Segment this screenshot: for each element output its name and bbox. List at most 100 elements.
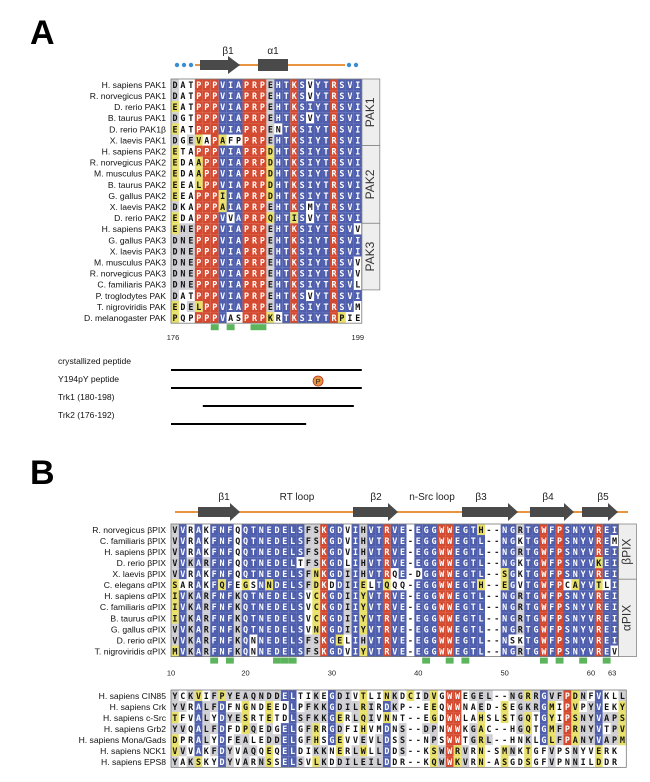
residue-letter: N (573, 635, 578, 645)
residue-cell (266, 112, 275, 124)
residue-letter: T (526, 624, 531, 634)
residue-letter: T (251, 547, 256, 557)
residue-cell (445, 524, 454, 536)
residue-letter: W (447, 580, 453, 590)
residue-cell (516, 557, 525, 569)
residue-cell (241, 623, 250, 635)
residue-letter: K (292, 191, 298, 201)
residue-letter: K (322, 646, 328, 656)
residue-letter: T (251, 569, 256, 579)
residue-letter: G (424, 635, 429, 645)
residue-letter: V (596, 735, 601, 745)
residue-letter: G (534, 746, 539, 756)
residue-letter: N (220, 525, 225, 535)
species-label: X. laevis PAK1 (110, 135, 166, 145)
residue-letter: V (369, 558, 374, 568)
residue-cell (242, 256, 251, 268)
residue-cell (328, 535, 336, 547)
residue-cell (257, 723, 266, 735)
residue-cell (414, 690, 423, 702)
residue-letter: S (300, 158, 305, 168)
residue-letter: I (204, 691, 209, 701)
residue-cell (226, 201, 235, 213)
residue-letter: T (324, 224, 329, 234)
residue-cell (508, 612, 517, 624)
residue-letter: P (260, 291, 265, 301)
residue-letter: G (431, 635, 436, 645)
residue-cell (234, 223, 243, 235)
residue-letter: L (479, 635, 484, 645)
residue-cell (571, 690, 580, 702)
residue-letter: G (329, 547, 334, 557)
residue-letter: V (392, 525, 397, 535)
residue-cell (524, 612, 533, 624)
residue-letter: S (339, 80, 344, 90)
residue-cell (171, 201, 179, 213)
residue-letter: F (228, 135, 233, 145)
residue-cell (225, 546, 234, 558)
residue-cell (288, 701, 297, 713)
residue-cell (312, 690, 321, 702)
residue-letter: T (324, 291, 329, 301)
residue-letter: K (322, 602, 328, 612)
tick-label: 40 (414, 669, 422, 678)
residue-letter: A (196, 536, 201, 546)
residue-letter: Y (581, 624, 587, 634)
residue-letter: P (204, 147, 209, 157)
residue-letter: G (463, 613, 468, 623)
residue-cell (524, 634, 533, 646)
residue-cell (390, 568, 399, 580)
residue-cell (282, 90, 291, 102)
residue-letter: Y (212, 713, 218, 723)
residue-letter: I (228, 147, 233, 157)
residue-cell (298, 134, 307, 146)
residue-letter: V (392, 536, 397, 546)
residue-cell (312, 524, 321, 536)
residue-cell (178, 645, 187, 657)
residue-letter: P (196, 313, 201, 323)
residue-cell (345, 134, 354, 146)
residue-letter: G (298, 724, 303, 734)
residue-cell (202, 690, 211, 702)
residue-letter: D (274, 635, 279, 645)
residue-letter: V (369, 724, 374, 734)
residue-cell (320, 546, 328, 558)
residue-cell (186, 112, 195, 124)
residue-cell (335, 612, 344, 624)
residue-letter: K (322, 536, 328, 546)
residue-cell (351, 557, 360, 569)
residue-letter: - (408, 525, 413, 535)
residue-letter: S (339, 291, 344, 301)
residue-letter: P (212, 158, 217, 168)
residue-letter: I (612, 635, 617, 645)
residue-cell (500, 712, 509, 724)
residue-letter: A (228, 313, 233, 323)
residue-letter: D (416, 569, 421, 579)
residue-cell (398, 590, 407, 602)
residue-letter: V (180, 635, 185, 645)
residue-letter: I (612, 580, 617, 590)
residue-letter: P (260, 102, 265, 112)
residue-cell (178, 690, 187, 702)
residue-cell (242, 123, 251, 135)
residue-cell (579, 568, 588, 580)
residue-cell (500, 601, 509, 613)
residue-letter: - (494, 536, 499, 546)
residue-letter: R (252, 180, 258, 190)
residue-cell (353, 267, 362, 279)
residue-cell (516, 712, 525, 724)
residue-cell (328, 557, 336, 569)
residue-letter: P (244, 224, 249, 234)
peptide-label: crystallized peptide (58, 356, 131, 366)
residue-cell (298, 245, 307, 257)
residue-letter: - (486, 569, 491, 579)
residue-cell (265, 590, 274, 602)
residue-letter: D (172, 269, 177, 279)
residue-cell (186, 301, 195, 313)
residue-letter: P (612, 724, 617, 734)
residue-cell (477, 712, 485, 724)
residue-cell (539, 712, 548, 724)
residue-letter: L (369, 691, 374, 701)
residue-letter: V (220, 91, 225, 101)
residue-cell (257, 634, 266, 646)
